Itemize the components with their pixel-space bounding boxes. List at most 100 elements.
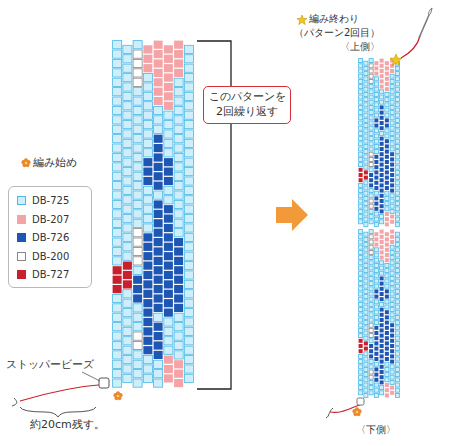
- bead: [174, 210, 183, 218]
- bead: [359, 256, 363, 260]
- bead: [359, 344, 363, 348]
- bead: [395, 77, 399, 81]
- bead: [390, 85, 394, 89]
- bead: [184, 196, 193, 204]
- bead: [364, 124, 368, 128]
- bead: [395, 217, 399, 221]
- bead: [133, 78, 142, 86]
- bead: [164, 139, 173, 147]
- bead: [385, 295, 389, 299]
- bead: [184, 121, 193, 129]
- bead: [374, 336, 378, 340]
- bead: [359, 142, 363, 146]
- bead: [395, 144, 399, 148]
- bead: [113, 238, 122, 246]
- bead: [369, 250, 373, 254]
- bead: [174, 370, 183, 378]
- bead: [395, 212, 399, 216]
- legend-text: DB-725: [32, 195, 69, 206]
- bead: [359, 168, 363, 172]
- bead: [364, 237, 368, 241]
- bead: [123, 346, 132, 354]
- bead: [380, 209, 384, 213]
- bead: [374, 393, 378, 397]
- bead: [385, 336, 389, 340]
- bead: [154, 276, 163, 284]
- bead: [123, 196, 132, 204]
- bead: [164, 102, 173, 110]
- bead: [364, 310, 368, 314]
- bead: [395, 155, 399, 159]
- bead: [369, 64, 373, 68]
- bead: [113, 163, 122, 171]
- bead: [369, 334, 373, 338]
- bead: [390, 287, 394, 291]
- bead: [364, 341, 368, 345]
- bead: [374, 124, 378, 128]
- bead: [395, 202, 399, 206]
- bead: [364, 98, 368, 102]
- bead: [143, 64, 152, 72]
- bead: [374, 165, 378, 169]
- bead: [123, 215, 132, 223]
- bead: [164, 224, 173, 232]
- bead: [154, 210, 163, 218]
- bead: [113, 69, 122, 77]
- bead: [154, 182, 163, 190]
- bead: [133, 360, 142, 368]
- bead: [184, 233, 193, 241]
- bead: [374, 352, 378, 356]
- bead: [364, 212, 368, 216]
- end-mark: [297, 15, 307, 25]
- bead: [385, 160, 389, 164]
- bead: [395, 124, 399, 128]
- bead: [395, 326, 399, 330]
- bead: [369, 375, 373, 379]
- bead: [390, 360, 394, 364]
- bead: [184, 130, 193, 138]
- bead: [364, 388, 368, 392]
- bead: [143, 149, 152, 157]
- bead: [184, 139, 193, 147]
- bead: [395, 248, 399, 252]
- bead: [133, 313, 142, 321]
- bead: [369, 271, 373, 275]
- bead: [380, 157, 384, 161]
- bead: [133, 200, 142, 208]
- bead: [174, 257, 183, 265]
- bead: [113, 50, 122, 58]
- bead: [164, 243, 173, 251]
- bead: [374, 243, 378, 247]
- legend-row: DB-200: [17, 251, 69, 262]
- bead: [184, 158, 193, 166]
- bead: [359, 74, 363, 78]
- bead: [143, 374, 152, 382]
- bead: [123, 280, 132, 288]
- bead: [364, 269, 368, 273]
- bead: [390, 209, 394, 213]
- bead: [143, 280, 152, 288]
- bead: [380, 375, 384, 379]
- bead: [385, 248, 389, 252]
- bead: [390, 380, 394, 384]
- bead: [184, 309, 193, 317]
- bead: [395, 279, 399, 283]
- bead: [385, 253, 389, 257]
- bead: [123, 205, 132, 213]
- bead: [380, 178, 384, 182]
- bead: [380, 230, 384, 234]
- arrow: [276, 199, 308, 231]
- bead: [390, 245, 394, 249]
- bead: [380, 204, 384, 208]
- bead: [369, 266, 373, 270]
- bead: [143, 83, 152, 91]
- bead: [390, 386, 394, 390]
- bead: [123, 356, 132, 364]
- bead: [359, 308, 363, 312]
- bead: [380, 370, 384, 374]
- bead: [133, 172, 142, 180]
- bead: [369, 95, 373, 99]
- bead: [359, 302, 363, 306]
- bead: [369, 126, 373, 130]
- bead: [184, 374, 193, 382]
